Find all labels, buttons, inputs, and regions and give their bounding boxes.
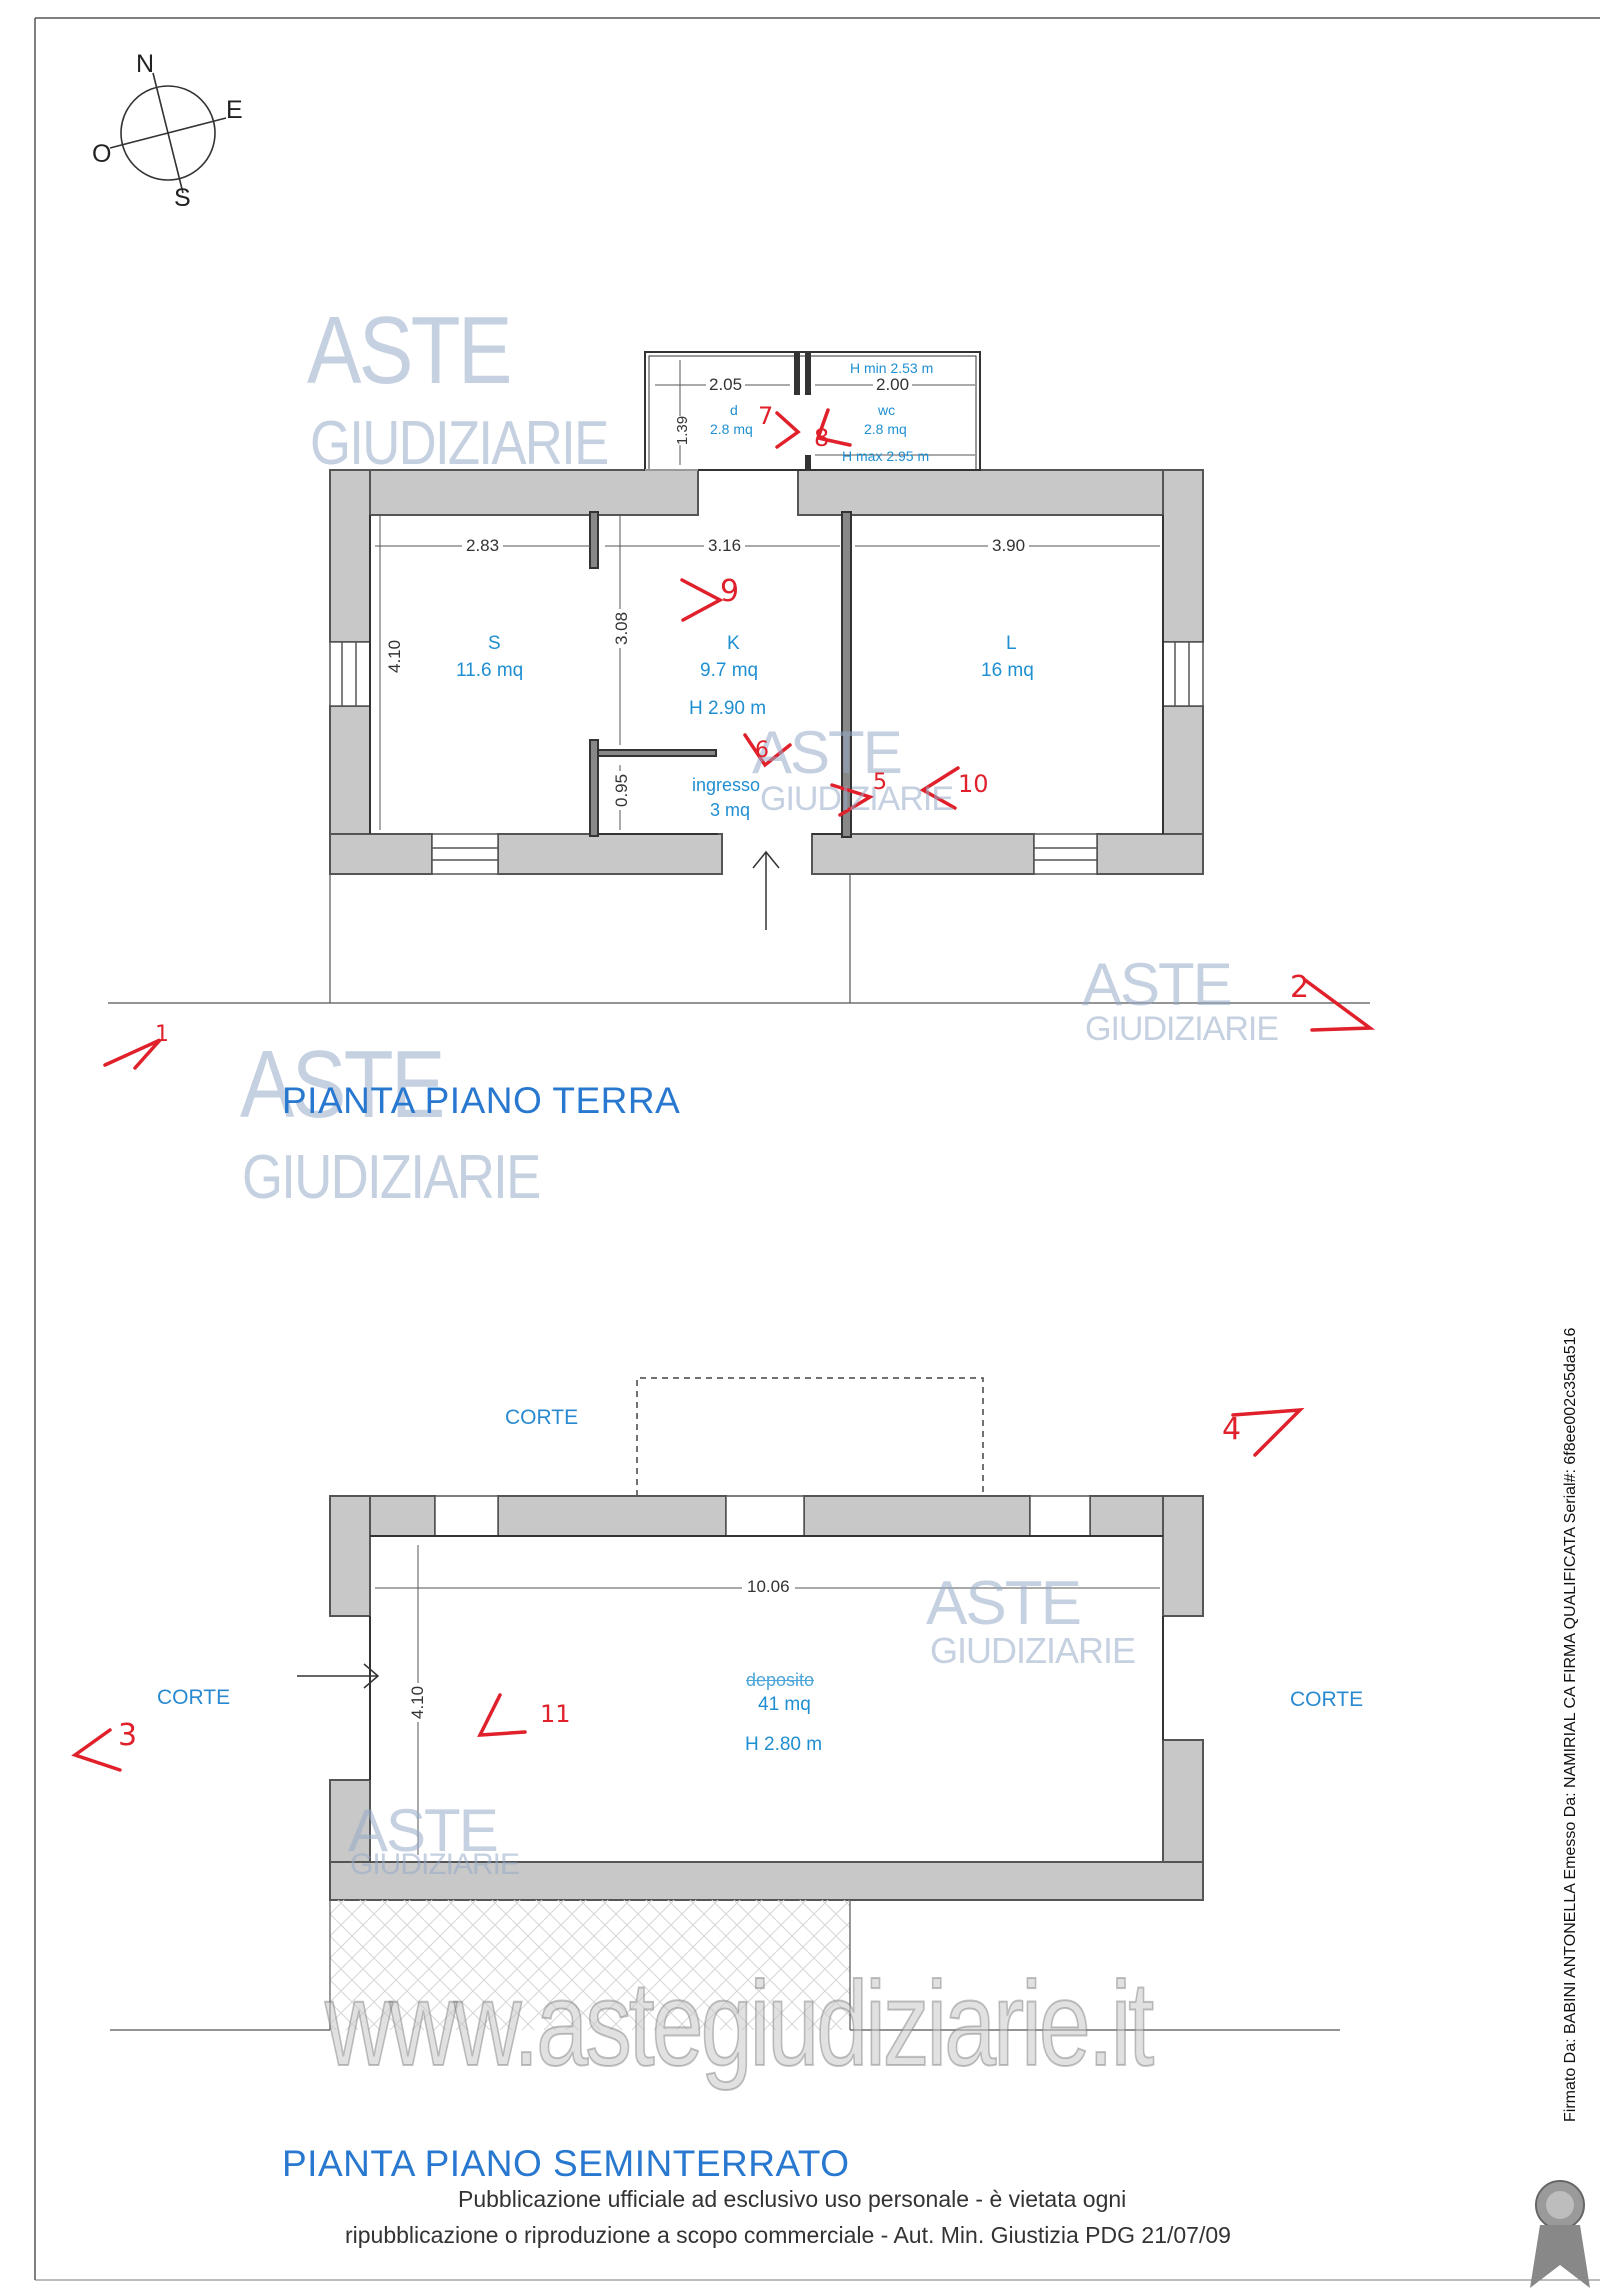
room-deposito-height: H 2.80 m bbox=[745, 1734, 823, 1755]
dim-basement-height: 4.10 bbox=[408, 1682, 428, 1722]
compass-south-label: S bbox=[174, 184, 191, 212]
ground-floor-annex bbox=[644, 351, 981, 471]
corte-top-label: CORTE bbox=[505, 1406, 579, 1429]
ground-floor-title: PIANTA PIANO TERRA bbox=[282, 1080, 681, 1121]
photo-viewpoint-markers bbox=[71, 408, 1376, 1772]
compass-icon bbox=[109, 72, 227, 194]
compass-west-label: O bbox=[92, 140, 112, 168]
compass-north-label: N bbox=[136, 50, 155, 78]
room-l-area: 16 mq bbox=[981, 660, 1034, 681]
room-wc-area: 2.8 mq bbox=[864, 421, 907, 437]
room-deposito-area: 41 mq bbox=[758, 1694, 811, 1715]
watermark-giudiziarie: GIUDIZIARIE bbox=[310, 409, 609, 478]
room-k-height: H 2.90 m bbox=[689, 698, 767, 719]
basement-entrance-arrow-icon bbox=[297, 1663, 380, 1689]
watermark-site: www.astegiudiziarie.it bbox=[324, 1956, 1155, 2092]
watermark-giudiziarie: GIUDIZIARIE bbox=[930, 1630, 1136, 1671]
room-d-name: d bbox=[730, 402, 738, 418]
ground-floor-windows bbox=[329, 641, 1204, 875]
room-k-area: 9.7 mq bbox=[700, 660, 759, 681]
room-deposito-name: deposito bbox=[746, 1670, 815, 1690]
watermark-aste: ASTE bbox=[926, 1569, 1082, 1638]
marker-1: 1 bbox=[155, 1022, 169, 1047]
watermark-aste: ASTE bbox=[307, 297, 512, 404]
ground-floor-interior bbox=[369, 511, 1164, 838]
watermark-giudiziarie: GIUDIZIARIE bbox=[350, 1848, 520, 1881]
room-ingresso-area: 3 mq bbox=[710, 800, 751, 820]
room-l-name: L bbox=[1006, 633, 1017, 654]
marker-11: 11 bbox=[540, 1700, 571, 1728]
dim-ingresso-height: 0.95 bbox=[612, 770, 632, 810]
dim-s-width: 2.83 bbox=[462, 536, 504, 556]
watermark-aste: ASTE bbox=[348, 1797, 499, 1864]
room-s-name: S bbox=[488, 633, 501, 654]
entrance-arrow-icon bbox=[752, 850, 780, 930]
watermark-aste: ASTE bbox=[1082, 951, 1233, 1018]
basement-hatched-area bbox=[330, 1900, 850, 2030]
marker-4: 4 bbox=[1222, 1412, 1242, 1447]
marker-10: 10 bbox=[958, 770, 989, 798]
corte-left-label: CORTE bbox=[157, 1686, 231, 1709]
basement-title: PIANTA PIANO SEMINTERRATO bbox=[282, 2143, 850, 2184]
basement-interior bbox=[369, 1535, 1164, 1780]
watermark-giudiziarie: GIUDIZIARIE bbox=[242, 1143, 541, 1212]
dim-d-width: 2.05 bbox=[706, 375, 746, 395]
watermark-aste: ASTE bbox=[752, 719, 903, 786]
basement-dashed-outline bbox=[636, 1377, 984, 1496]
corte-right-label: CORTE bbox=[1290, 1688, 1364, 1711]
dim-k-height: 3.08 bbox=[612, 608, 632, 648]
marker-3: 3 bbox=[118, 1718, 138, 1753]
room-wc-name: wc bbox=[878, 402, 896, 418]
watermark-giudiziarie: GIUDIZIARIE bbox=[1085, 1010, 1279, 1048]
marker-9: 9 bbox=[720, 574, 740, 609]
disclaimer-line-1: Pubblicazione ufficiale ad esclusivo uso… bbox=[458, 2186, 1127, 2212]
dim-basement-width: 10.06 bbox=[742, 1577, 795, 1597]
dim-k-width: 3.16 bbox=[704, 536, 746, 556]
basement-walls bbox=[329, 1495, 1204, 1901]
marker-8: 8 bbox=[814, 424, 830, 452]
room-ingresso-name: ingresso bbox=[692, 775, 761, 795]
room-k-name: K bbox=[727, 633, 740, 654]
digital-signature-text: Firmato Da: BABINI ANTONELLA Emesso Da: … bbox=[1562, 1327, 1579, 2122]
seal-icon bbox=[1530, 2180, 1590, 2288]
dim-wc-width: 2.00 bbox=[873, 375, 913, 395]
ground-floor-site-lines bbox=[108, 874, 1370, 1004]
room-s-area: 11.6 mq bbox=[456, 660, 524, 681]
compass-east-label: E bbox=[226, 96, 243, 124]
watermark-aste: ASTE bbox=[240, 1031, 445, 1138]
marker-6: 6 bbox=[755, 738, 769, 763]
room-d-area: 2.8 mq bbox=[710, 421, 753, 437]
dim-s-height: 4.10 bbox=[385, 636, 405, 676]
ground-floor-walls bbox=[329, 469, 1204, 875]
dim-d-height: 1.39 bbox=[674, 415, 692, 446]
marker-7: 7 bbox=[758, 402, 774, 430]
room-wc-hmax: H max 2.95 m bbox=[842, 448, 930, 464]
room-wc-hmin: H min 2.53 m bbox=[850, 360, 934, 376]
watermark-giudiziarie: GIUDIZIARIE bbox=[760, 780, 954, 818]
dim-l-width: 3.90 bbox=[988, 536, 1030, 556]
basement-site-lines bbox=[110, 1900, 1340, 2031]
disclaimer-line-2: ripubblicazione o riproduzione a scopo c… bbox=[345, 2222, 1231, 2248]
marker-2: 2 bbox=[1290, 970, 1310, 1005]
marker-5: 5 bbox=[873, 770, 887, 795]
